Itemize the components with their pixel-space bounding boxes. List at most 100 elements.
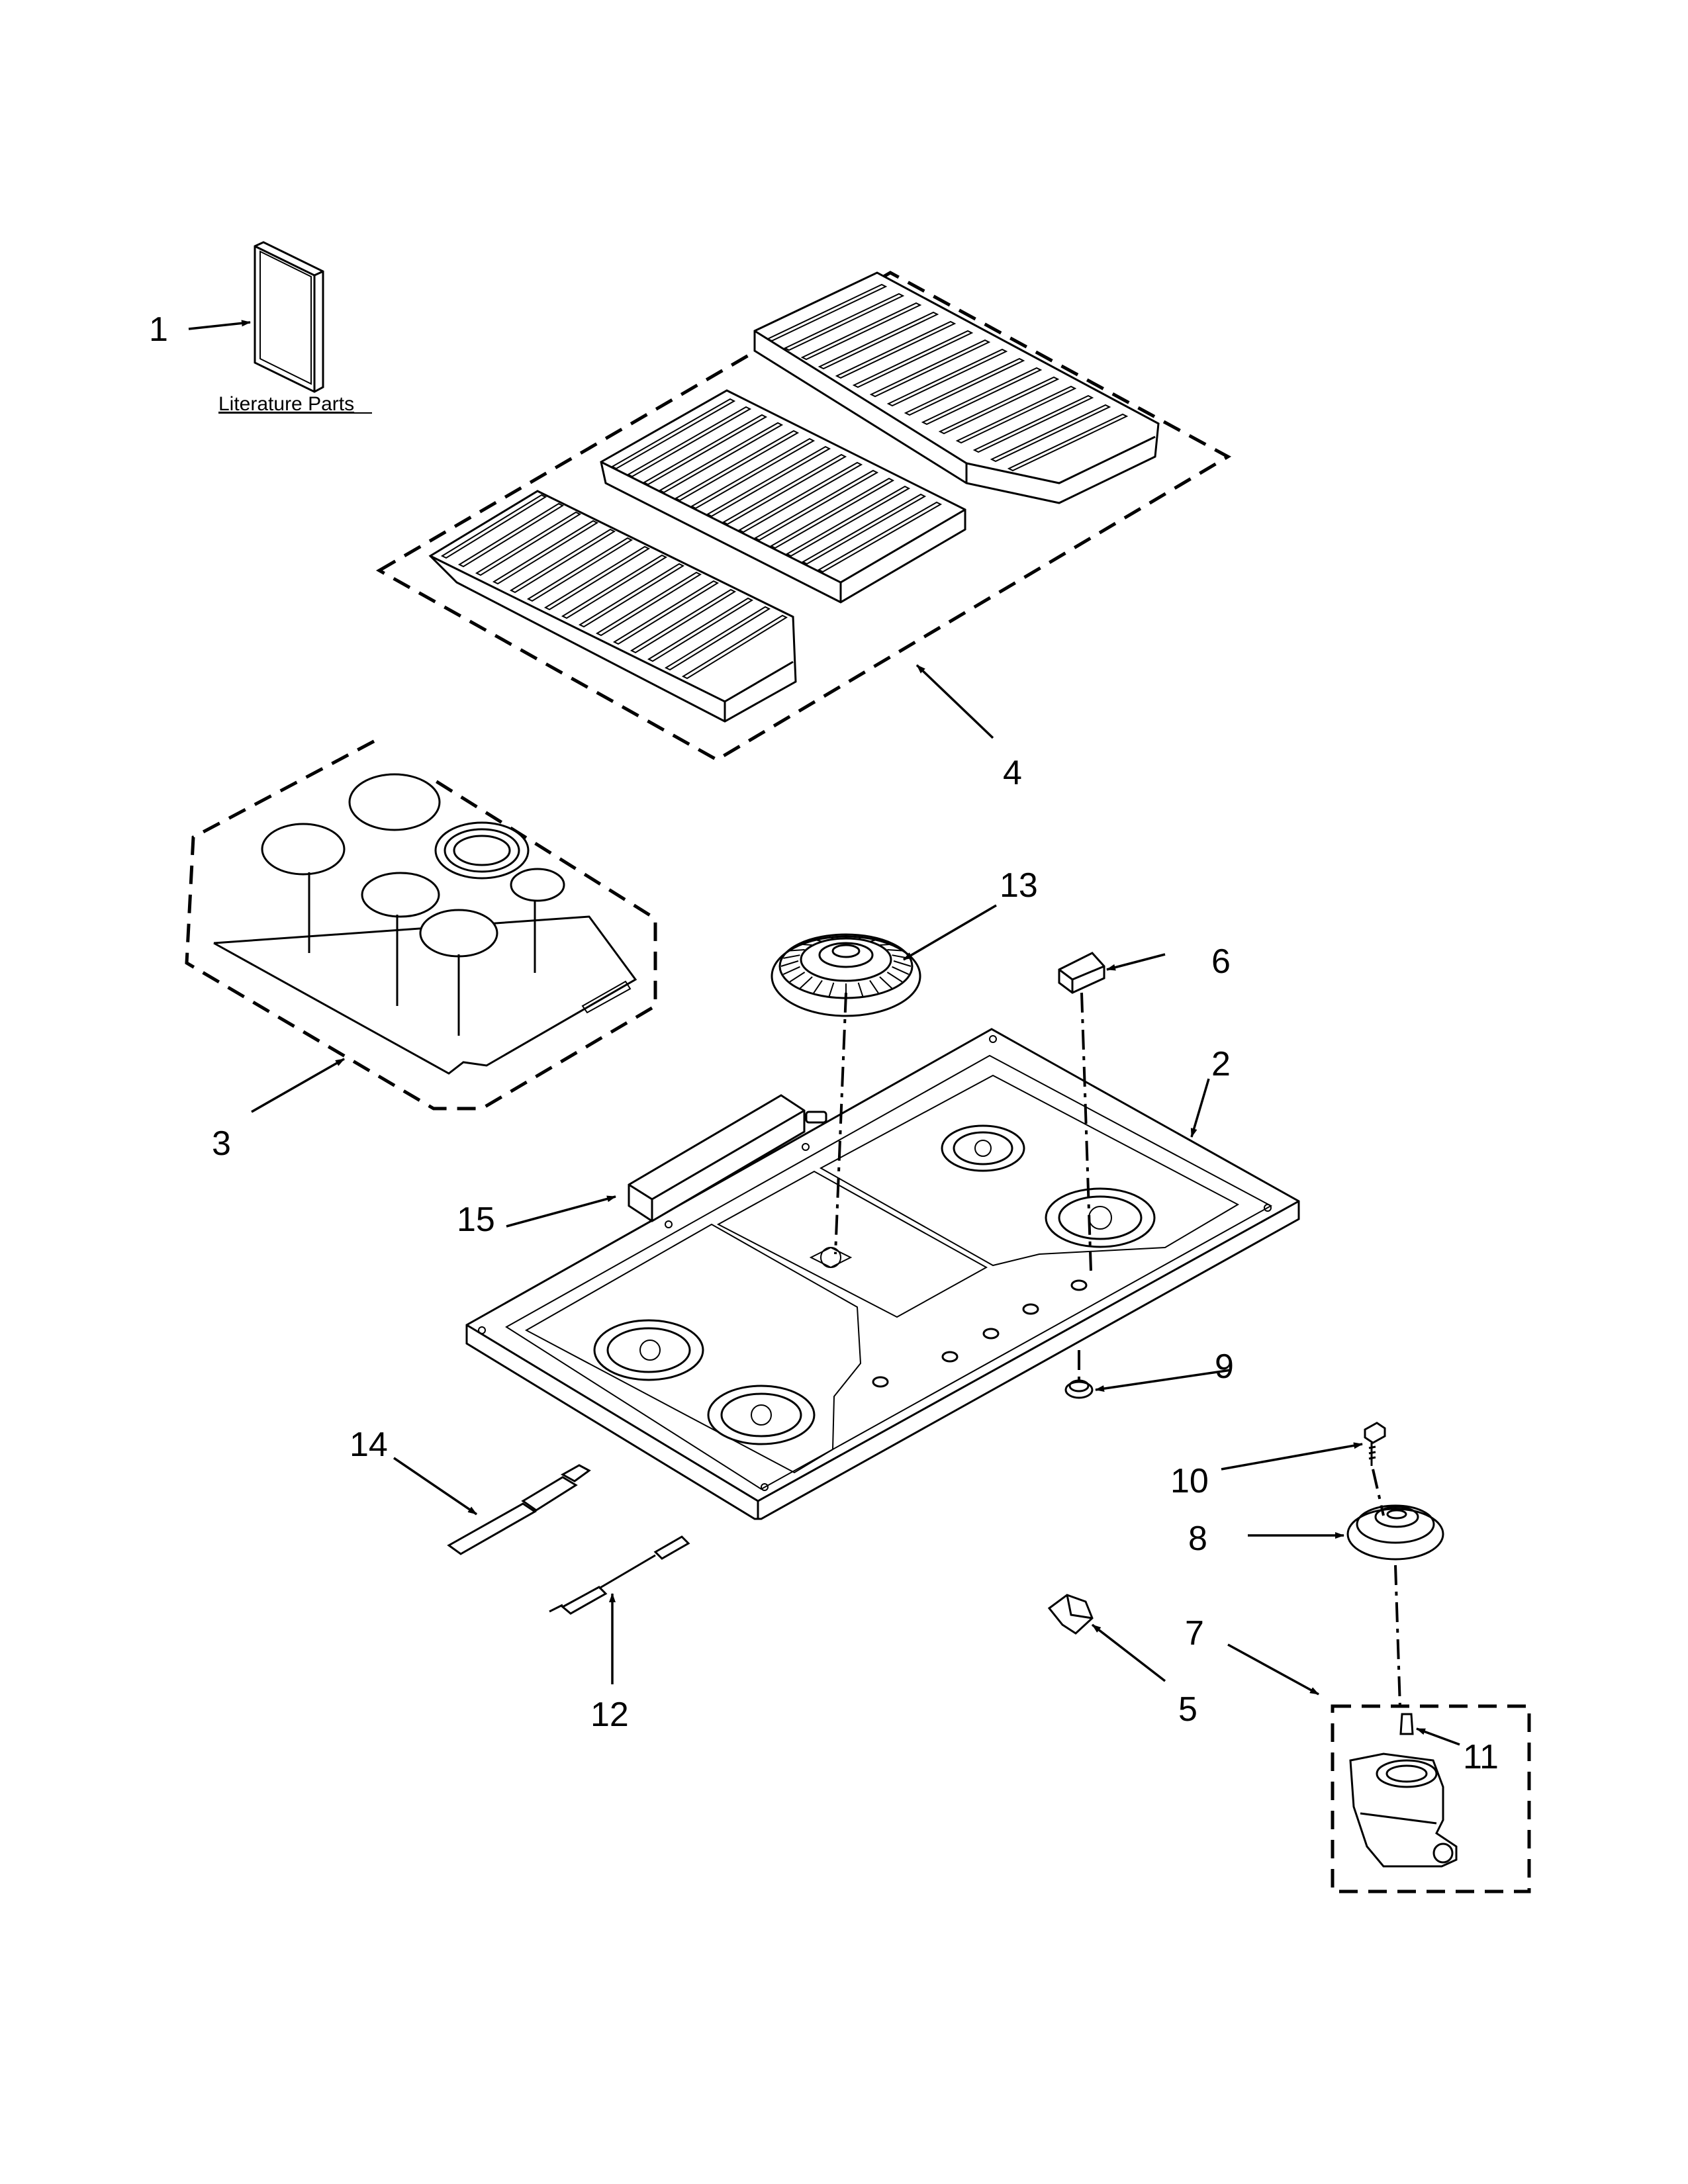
grate-bar bbox=[690, 437, 816, 510]
grate-bar bbox=[674, 430, 800, 502]
grate-bar bbox=[766, 283, 888, 342]
grate-right bbox=[753, 271, 1160, 504]
grate-bar bbox=[783, 293, 905, 351]
grate-bar bbox=[612, 580, 720, 645]
grate-bar bbox=[509, 528, 616, 594]
callout-7: 7 bbox=[1185, 1614, 1204, 1653]
alignment-line-6 bbox=[1080, 992, 1092, 1271]
part-5-clip bbox=[1047, 1594, 1094, 1635]
grate-bar bbox=[737, 461, 863, 533]
alignment-line-10 bbox=[1372, 1469, 1385, 1516]
grate-bar bbox=[475, 511, 582, 576]
grate-bar bbox=[457, 502, 565, 568]
grate-bar bbox=[801, 493, 927, 565]
grate-bar bbox=[753, 469, 879, 541]
grate-bar bbox=[852, 330, 974, 388]
part-15-housing bbox=[628, 1094, 827, 1222]
part-7-valve-group bbox=[1331, 1704, 1531, 1893]
literature-booklet: Literature Parts bbox=[218, 241, 372, 415]
callout-8: 8 bbox=[1188, 1520, 1207, 1558]
part-8-burner bbox=[1346, 1504, 1444, 1561]
grate-bar bbox=[869, 339, 991, 398]
grate-bar bbox=[769, 477, 895, 549]
grate-bar bbox=[722, 453, 847, 525]
grate-left bbox=[428, 490, 797, 723]
grate-bar bbox=[886, 348, 1008, 407]
burner-tooth bbox=[858, 935, 863, 940]
literature-parts-label: Literature Parts bbox=[218, 393, 354, 415]
grate-bar bbox=[800, 302, 922, 361]
burner-tooth bbox=[869, 979, 879, 994]
grate-bar bbox=[561, 554, 668, 619]
burner-tooth bbox=[879, 943, 892, 946]
cooktop bbox=[465, 1028, 1300, 1520]
part-14-igniter bbox=[447, 1464, 591, 1555]
part-10-screw bbox=[1364, 1422, 1386, 1466]
callout-6: 6 bbox=[1211, 942, 1231, 981]
grate-bar bbox=[578, 563, 685, 628]
burner-tooth bbox=[789, 972, 806, 983]
grates-group bbox=[375, 271, 1232, 762]
grate-bar bbox=[492, 520, 599, 585]
grate-bar bbox=[610, 398, 736, 470]
burner-tooth bbox=[829, 935, 834, 940]
grate-bar bbox=[972, 394, 1094, 453]
callout-3: 3 bbox=[212, 1124, 231, 1163]
grate-bar bbox=[595, 571, 702, 637]
burner-tooth bbox=[879, 976, 892, 989]
grate-bar bbox=[440, 494, 547, 559]
grate-bar bbox=[785, 485, 911, 557]
grate-bar bbox=[543, 545, 651, 611]
burner-tooth bbox=[782, 966, 800, 976]
alignment-line-8 bbox=[1394, 1565, 1401, 1708]
grate-bar bbox=[835, 320, 957, 379]
alignment-line-13 bbox=[834, 992, 847, 1255]
burner-tooth bbox=[857, 982, 864, 997]
burner-tooth bbox=[813, 938, 823, 942]
grate-bar bbox=[990, 404, 1111, 463]
callout-15: 15 bbox=[457, 1201, 495, 1239]
callout-10: 10 bbox=[1170, 1462, 1209, 1500]
grate-bar bbox=[955, 385, 1077, 444]
callout-5: 5 bbox=[1178, 1690, 1197, 1729]
burner-tooth bbox=[813, 979, 823, 994]
grate-bar bbox=[904, 357, 1025, 416]
part-6-knob bbox=[1058, 952, 1105, 994]
grate-middle bbox=[600, 389, 966, 604]
burner-tooth bbox=[800, 976, 813, 989]
grate-bar bbox=[938, 376, 1060, 435]
callout-9: 9 bbox=[1215, 1347, 1234, 1386]
grate-bar bbox=[1007, 413, 1129, 472]
burner-tooth bbox=[828, 982, 835, 997]
grate-bar bbox=[630, 588, 737, 654]
grate-bar bbox=[664, 606, 771, 671]
callout-2: 2 bbox=[1211, 1045, 1231, 1083]
burner-tooth bbox=[886, 972, 903, 983]
callout-4: 4 bbox=[1003, 754, 1022, 792]
grate-bar bbox=[642, 414, 768, 486]
callout-labels: 1 2 3 4 5 6 7 8 9 10 11 12 13 14 15 bbox=[149, 310, 1499, 1776]
burner-tooth bbox=[780, 960, 799, 967]
callout-14: 14 bbox=[350, 1426, 388, 1464]
leader-arrows bbox=[188, 320, 1460, 1746]
grate-bar bbox=[921, 367, 1043, 426]
part-9-grommet bbox=[1064, 1379, 1094, 1399]
callout-1: 1 bbox=[149, 310, 168, 349]
part-13-burner bbox=[771, 933, 921, 1017]
grate-bar bbox=[526, 537, 633, 602]
grate-bar bbox=[681, 614, 788, 680]
burner-caps-group bbox=[185, 739, 657, 1111]
callout-13: 13 bbox=[1000, 866, 1038, 905]
grate-bar bbox=[658, 422, 784, 494]
grate-bar bbox=[817, 501, 943, 573]
burner-tooth bbox=[869, 938, 879, 942]
burner-tooth bbox=[800, 943, 813, 946]
part-12-electrode bbox=[549, 1535, 690, 1615]
grate-bar bbox=[818, 311, 939, 370]
callout-11: 11 bbox=[1463, 1738, 1499, 1776]
burner-tooth bbox=[790, 949, 805, 952]
callout-12: 12 bbox=[590, 1696, 629, 1734]
burner-tooth bbox=[892, 966, 910, 976]
burner-tooth bbox=[887, 949, 902, 952]
